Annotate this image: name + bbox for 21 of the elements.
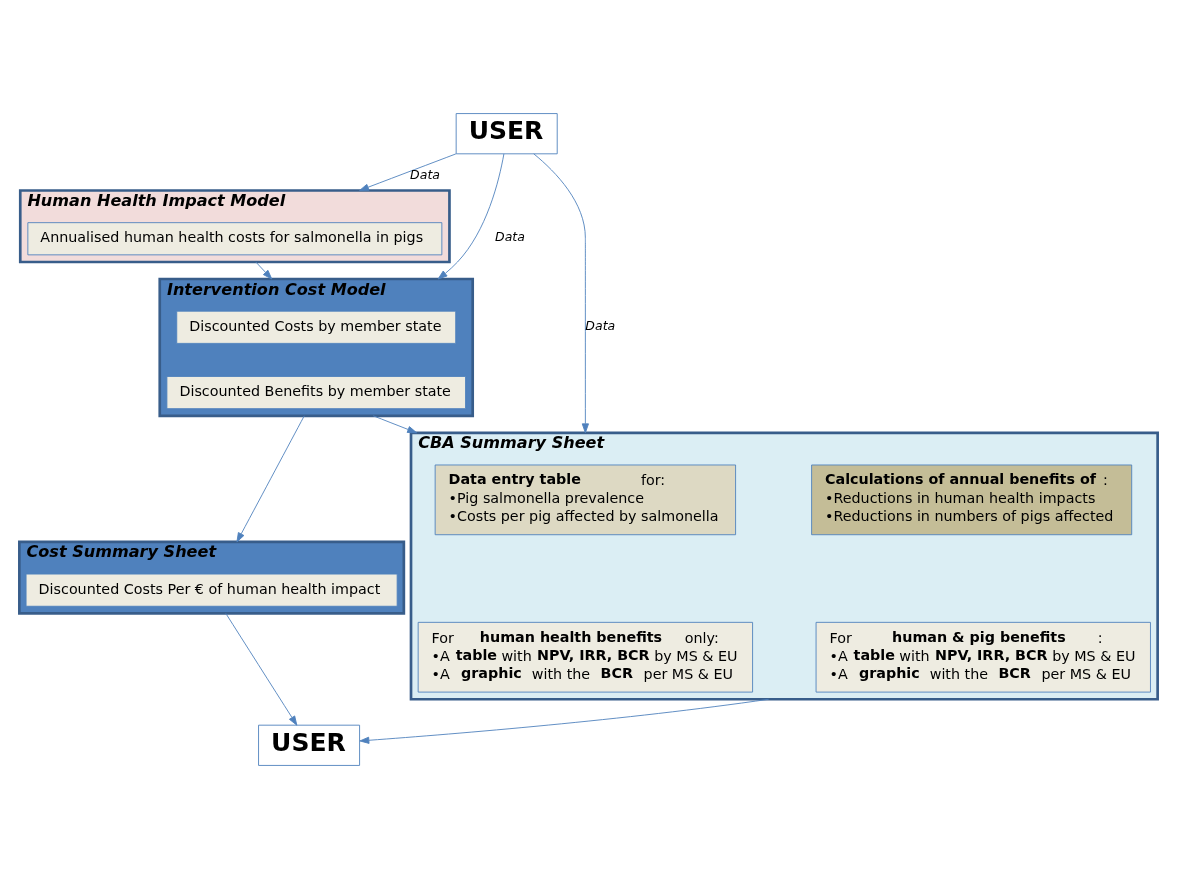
node-box: Discounted Costs Per € of human health impact bbox=[25, 573, 398, 607]
node-box: Annualised human health costs for salmonella in pigs bbox=[27, 222, 443, 256]
node-box: For human & pig benefits: •A table with NPV, IRR, BCR by MS & EU •A graphic with the BCR per MS & EU bbox=[815, 621, 1151, 693]
arrow bbox=[437, 153, 505, 280]
arrow bbox=[359, 698, 770, 744]
node-box: Data entry table for: •Pig salmonella prevalence •Costs per pig affected by salmonella bbox=[434, 464, 737, 536]
arrow bbox=[225, 612, 298, 726]
node-box: Discounted Costs by member state bbox=[176, 310, 457, 344]
node-box: USER bbox=[455, 113, 558, 155]
arrow bbox=[533, 153, 589, 434]
edge-label: Data bbox=[410, 167, 440, 183]
arrow bbox=[372, 415, 418, 434]
arrow bbox=[255, 261, 273, 280]
node-box: For human health benefits only: •A table with NPV, IRR, BCR by MS & EU •A graphic with the BCR per MS & EU bbox=[417, 621, 754, 693]
node-box: Calculations of annual benefits of: •Reductions in human health impacts •Reductions in numbers of pigs affected bbox=[811, 464, 1133, 536]
arrow bbox=[359, 153, 457, 191]
node-box: USER bbox=[258, 724, 361, 766]
edge-label: Data bbox=[585, 317, 616, 333]
edge-label: Data bbox=[495, 229, 525, 245]
arrow bbox=[236, 415, 305, 543]
node-box: Discounted Benefits by member state bbox=[166, 376, 466, 410]
